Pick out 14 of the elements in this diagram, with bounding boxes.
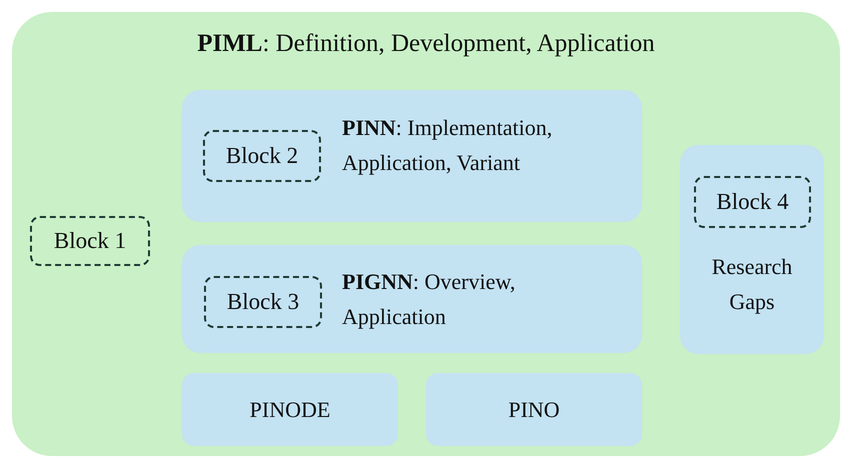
dashed-block-tag: Block 2 (203, 130, 321, 182)
section-heading: PINN: Implementation, Application, Variant (342, 114, 554, 177)
section-heading: Research Gaps (710, 253, 794, 316)
diagram-heading: PIML: Definition, Development, Application (196, 29, 656, 59)
method-box: PINODE (182, 373, 398, 446)
dashed-block-tag: Block 3 (204, 276, 322, 328)
dashed-block-tag: Block 1 (30, 216, 150, 266)
method-box: PINO (426, 373, 642, 446)
dashed-block-tag: Block 4 (694, 176, 811, 228)
section-panel (182, 245, 642, 353)
section-panel (182, 90, 642, 222)
outer-panel (12, 12, 840, 456)
section-panel (680, 145, 824, 354)
section-heading: PIGNN: Overview, Application (342, 268, 516, 331)
